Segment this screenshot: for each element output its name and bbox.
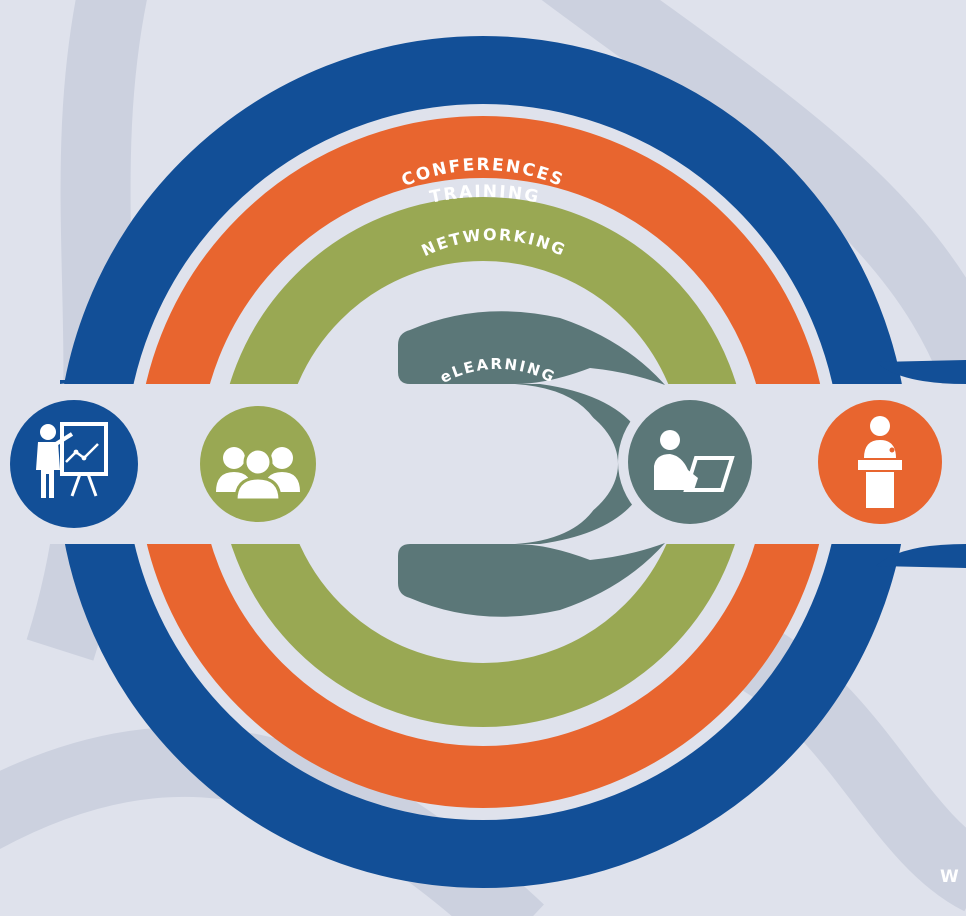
center-space	[348, 384, 618, 544]
trainer-presentation-icon	[36, 422, 108, 498]
trainer-badge	[0, 388, 150, 540]
elearning-arc	[398, 311, 665, 385]
training-ring-right-bottom-tab	[876, 544, 966, 568]
watermark-letter: W	[940, 867, 959, 887]
conferences-badge	[804, 386, 956, 538]
training-ring-right-top-tab	[876, 360, 966, 384]
speaker-podium-icon	[858, 416, 902, 508]
elearning-connector	[515, 384, 652, 544]
training-ring-left-cap	[60, 380, 92, 384]
people-group-icon	[216, 447, 300, 502]
elearning-arc-bottom	[398, 543, 665, 617]
networking-badge	[188, 394, 328, 534]
elearning-badge	[618, 390, 762, 534]
person-laptop-icon	[654, 430, 735, 492]
